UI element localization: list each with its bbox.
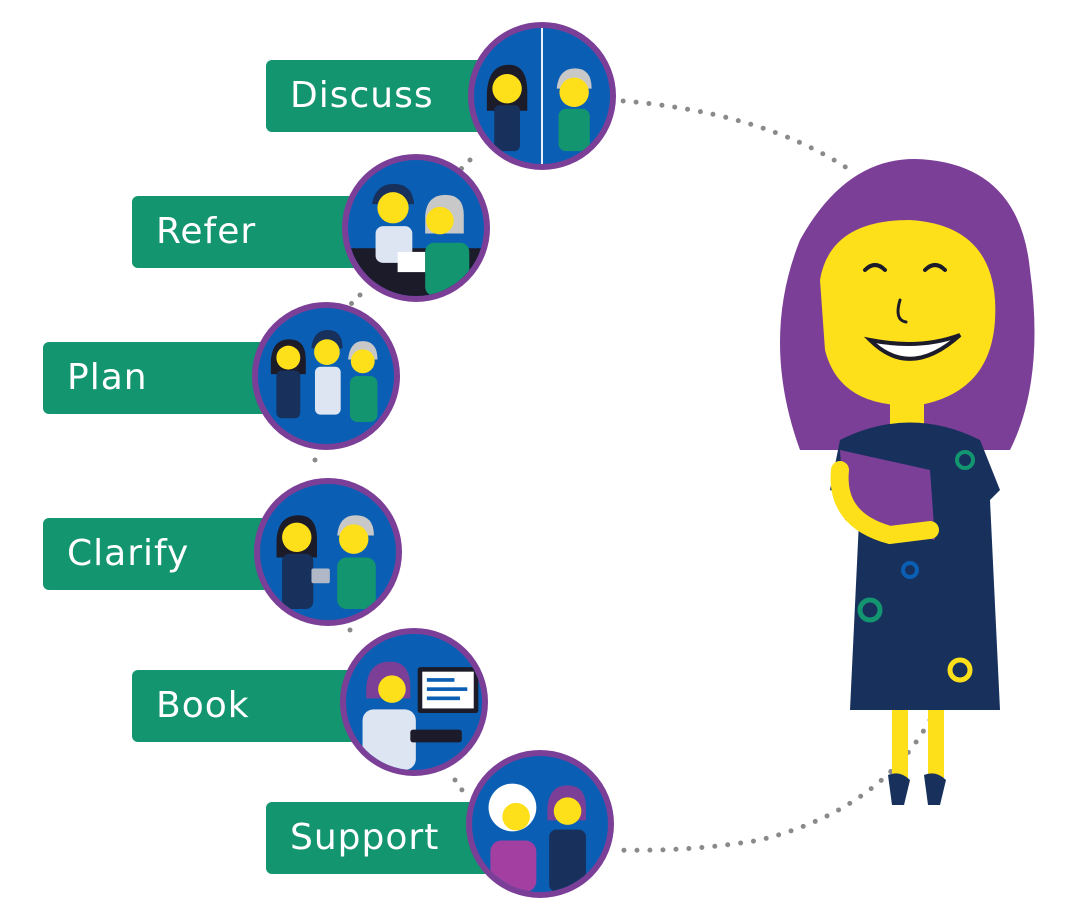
care-navigator-figure — [780, 159, 1035, 805]
step-label-book: Book — [132, 670, 372, 742]
step-label-clarify: Clarify — [43, 518, 283, 590]
step-label-refer: Refer — [132, 196, 372, 268]
step-label-discuss: Discuss — [266, 60, 496, 132]
discuss-illustration — [468, 22, 616, 170]
refer-illustration — [342, 154, 490, 302]
book-illustration — [340, 628, 488, 776]
support-illustration — [466, 750, 614, 898]
step-label-plan: Plan — [43, 342, 283, 414]
clarify-illustration — [254, 478, 402, 626]
step-label-support: Support — [266, 802, 496, 874]
plan-illustration — [252, 302, 400, 450]
